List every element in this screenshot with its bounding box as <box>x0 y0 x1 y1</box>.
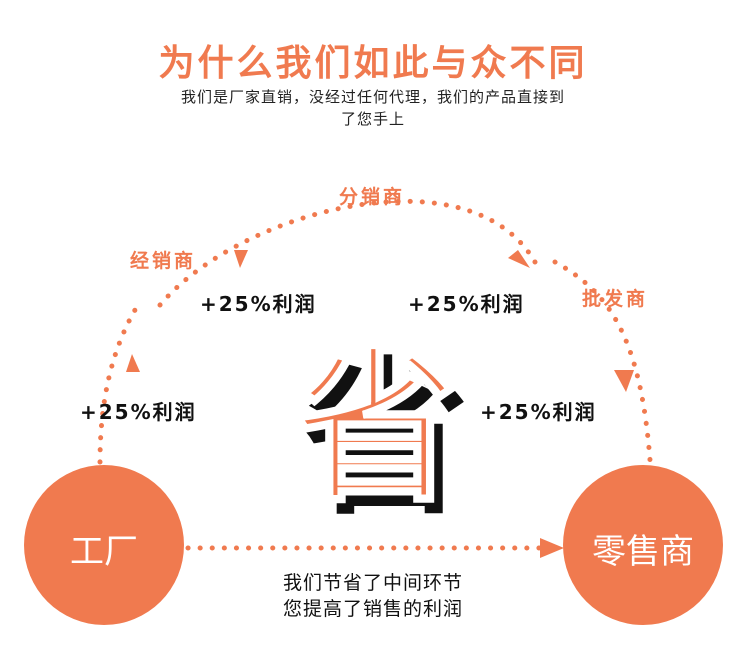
label-sub-distributor: 分销商 <box>339 186 406 208</box>
arrow-icon <box>126 354 140 372</box>
label-wholesaler: 批发商 <box>582 288 649 310</box>
arrow-icon <box>234 250 248 268</box>
subtitle-line-2: 了您手上 <box>340 110 405 128</box>
save-character: 省 <box>290 330 461 526</box>
arrow-icon <box>508 250 530 268</box>
arrow-icon <box>614 370 634 392</box>
profit-label-upper-left: +25%利润 <box>200 292 317 316</box>
bottom-line-1: 我们节省了中间环节 <box>282 572 463 594</box>
arrow-icon <box>540 538 564 558</box>
factory-label: 工厂 <box>70 532 138 572</box>
bottom-line-2: 您提高了销售的利润 <box>282 598 463 620</box>
profit-label-right: +25%利润 <box>480 400 597 424</box>
retailer-circle <box>563 465 723 625</box>
profit-label-upper-right: +25%利润 <box>408 292 525 316</box>
page-title: 为什么我们如此与众不同 <box>158 42 588 84</box>
factory-circle <box>24 465 184 625</box>
path-factory-to-distributor <box>97 307 138 465</box>
profit-label-left: +25%利润 <box>80 400 197 424</box>
subtitle-line-1: 我们是厂家直销，没经过任何代理，我们的产品直接到 <box>180 88 565 106</box>
save-character-shadow: 省 <box>301 342 469 538</box>
retailer-label: 零售商 <box>592 532 694 572</box>
label-distributor: 经销商 <box>130 250 197 272</box>
